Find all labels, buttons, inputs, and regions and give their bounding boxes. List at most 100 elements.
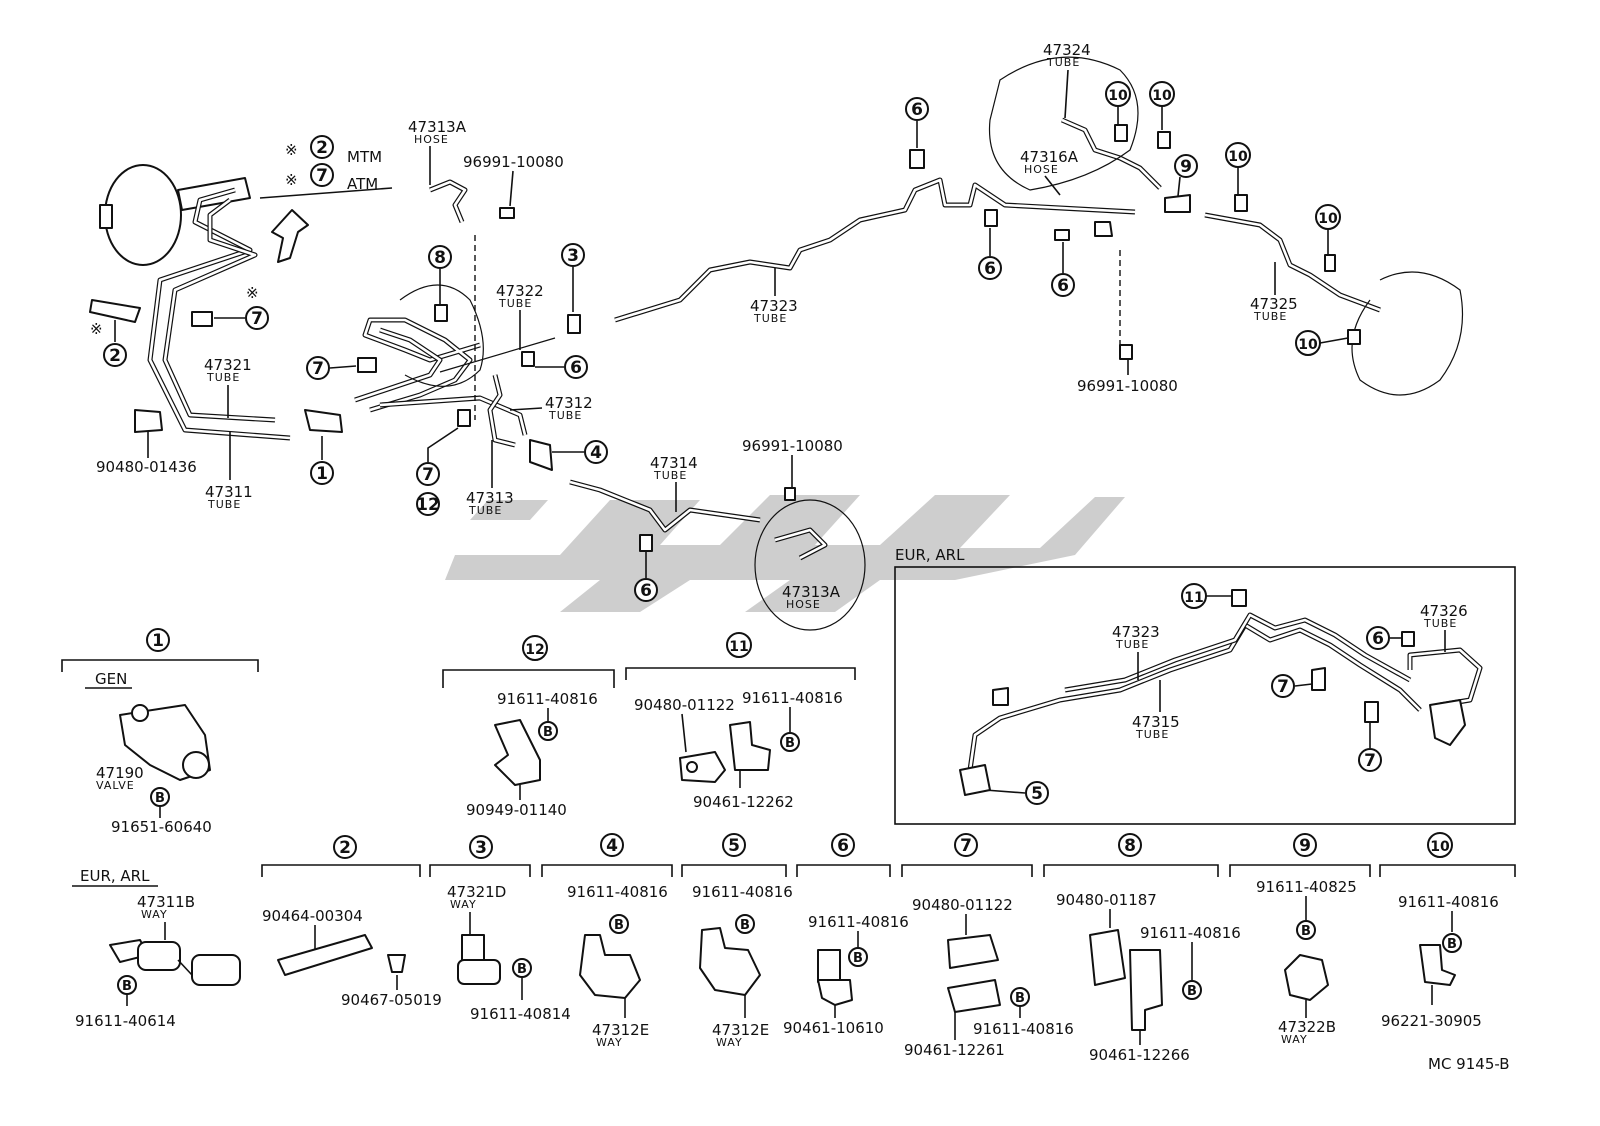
svg-text:7: 7 <box>1277 677 1289 697</box>
svg-text:TUBE: TUBE <box>1046 56 1080 69</box>
svg-text:47312: 47312 <box>545 394 593 412</box>
svg-text:10: 10 <box>1228 149 1248 165</box>
detail-group-11: 11 90480-01122 91611-40816 B 90461-12262 <box>625 632 856 811</box>
svg-text:91611-40816: 91611-40816 <box>1140 924 1241 942</box>
svg-text:VALVE: VALVE <box>96 779 135 792</box>
svg-text:WAY: WAY <box>596 1036 623 1049</box>
svg-text:90480-01122: 90480-01122 <box>912 896 1013 914</box>
detail-circle-47313a <box>754 499 866 631</box>
tube-47311-run <box>147 187 291 441</box>
svg-text:B: B <box>155 791 165 806</box>
callout-7-eur-b: 7 <box>1358 722 1382 772</box>
callout-10-d: 10 <box>1315 204 1341 254</box>
svg-text:47321D: 47321D <box>447 883 506 901</box>
svg-text:WAY: WAY <box>716 1036 743 1049</box>
svg-text:47324: 47324 <box>1043 41 1091 59</box>
svg-text:47323: 47323 <box>750 297 798 315</box>
label-47311: 47311 TUBE <box>205 432 253 511</box>
svg-text:2: 2 <box>339 838 351 858</box>
svg-text:GEN: GEN <box>95 670 127 688</box>
svg-text:B: B <box>740 918 750 933</box>
svg-text:11: 11 <box>1184 590 1203 606</box>
svg-text:90467-05019: 90467-05019 <box>341 991 442 1009</box>
svg-text:91611-40814: 91611-40814 <box>470 1005 571 1023</box>
callout-10-c: 10 <box>1225 142 1251 194</box>
svg-text:10: 10 <box>1108 88 1128 104</box>
svg-text:8: 8 <box>434 248 446 268</box>
svg-text:47311: 47311 <box>205 483 253 501</box>
tube-47314-run <box>569 479 761 533</box>
callout-7-a: 7 ※ <box>214 284 269 330</box>
hose-47313a-top <box>429 179 468 223</box>
callout-6-b: 6 <box>634 552 658 602</box>
svg-text:91611-40816: 91611-40816 <box>497 690 598 708</box>
tube-47324-run <box>1061 117 1162 190</box>
svg-text:7: 7 <box>422 465 434 485</box>
svg-text:TUBE: TUBE <box>1423 617 1457 630</box>
svg-text:91611-40816: 91611-40816 <box>808 913 909 931</box>
svg-text:B: B <box>1187 984 1197 999</box>
svg-text:7: 7 <box>251 309 263 329</box>
svg-text:EUR, ARL: EUR, ARL <box>80 867 150 885</box>
callout-8-main: 8 <box>428 245 452 305</box>
svg-text:※: ※ <box>285 141 298 159</box>
svg-text:WAY: WAY <box>141 908 168 921</box>
svg-text:HOSE: HOSE <box>786 598 821 611</box>
svg-text:TUBE: TUBE <box>1253 310 1287 323</box>
svg-text:3: 3 <box>567 246 579 266</box>
detail-group-7: 7 90480-01122 B 91611-40816 90461-12261 <box>901 833 1074 1059</box>
svg-text:11: 11 <box>729 639 748 655</box>
eur-arl-inset: EUR, ARL 47323 TUBE 47315 TUBE 47326 TUB… <box>894 546 1516 825</box>
svg-text:9: 9 <box>1180 157 1192 177</box>
svg-text:47311B: 47311B <box>137 893 195 911</box>
legend-divider <box>259 187 393 199</box>
svg-text:47313A: 47313A <box>408 118 467 136</box>
svg-text:※: ※ <box>246 284 259 302</box>
svg-text:91651-60640: 91651-60640 <box>111 818 212 836</box>
detail-group-10: 10 91611-40816 B 96221-30905 <box>1379 832 1516 1030</box>
detail-group-2: 2 90464-00304 90467-05019 <box>261 835 442 1009</box>
callout-6-a: 6 <box>535 355 588 379</box>
label-47312: 47312 TUBE <box>509 394 593 422</box>
svg-text:10: 10 <box>1152 88 1172 104</box>
svg-text:10: 10 <box>1298 337 1318 353</box>
svg-text:91611-40614: 91611-40614 <box>75 1012 176 1030</box>
svg-text:10: 10 <box>1318 211 1338 227</box>
hose-47313a-bottom <box>774 527 828 561</box>
svg-text:47312E: 47312E <box>712 1021 769 1039</box>
svg-text:WAY: WAY <box>1281 1033 1308 1046</box>
svg-text:47322: 47322 <box>496 282 544 300</box>
svg-text:MTM: MTM <box>347 148 382 166</box>
callout-5-eur: 5 <box>984 781 1049 805</box>
svg-text:90461-10610: 90461-10610 <box>783 1019 884 1037</box>
svg-text:TUBE: TUBE <box>753 312 787 325</box>
callout-7-legend: ※ 7 ATM <box>285 163 378 193</box>
svg-text:90949-01140: 90949-01140 <box>466 801 567 819</box>
svg-text:47313: 47313 <box>466 489 514 507</box>
svg-text:TUBE: TUBE <box>1115 638 1149 651</box>
svg-text:90480-01187: 90480-01187 <box>1056 891 1157 909</box>
svg-text:7: 7 <box>316 166 328 186</box>
svg-text:HOSE: HOSE <box>414 133 449 146</box>
svg-text:B: B <box>785 736 795 751</box>
callout-6-d: 6 <box>978 228 1002 280</box>
svg-text:47313A: 47313A <box>782 583 841 601</box>
svg-text:B: B <box>1301 924 1311 939</box>
svg-text:6: 6 <box>1372 629 1384 649</box>
svg-text:47314: 47314 <box>650 454 698 472</box>
label-47315: 47315 TUBE <box>1132 680 1180 741</box>
detail-group-12: 12 91611-40816 B 90949-01140 <box>442 635 615 819</box>
svg-text:90461-12262: 90461-12262 <box>693 793 794 811</box>
svg-text:B: B <box>543 725 553 740</box>
label-47313a-top: 47313A HOSE <box>408 118 467 185</box>
callout-10-b: 10 <box>1149 81 1175 130</box>
svg-text:47321: 47321 <box>204 356 252 374</box>
svg-text:B: B <box>853 951 863 966</box>
svg-text:B: B <box>614 918 624 933</box>
callout-7-eur-a: 7 <box>1271 674 1313 698</box>
svg-text:90480-01436: 90480-01436 <box>96 458 197 476</box>
label-96991-right: 96991-10080 <box>1077 358 1178 395</box>
label-47324: 47324 TUBE <box>1043 41 1091 119</box>
svg-text:EUR, ARL: EUR, ARL <box>895 546 965 564</box>
detail-circle-47324 <box>988 56 1139 191</box>
